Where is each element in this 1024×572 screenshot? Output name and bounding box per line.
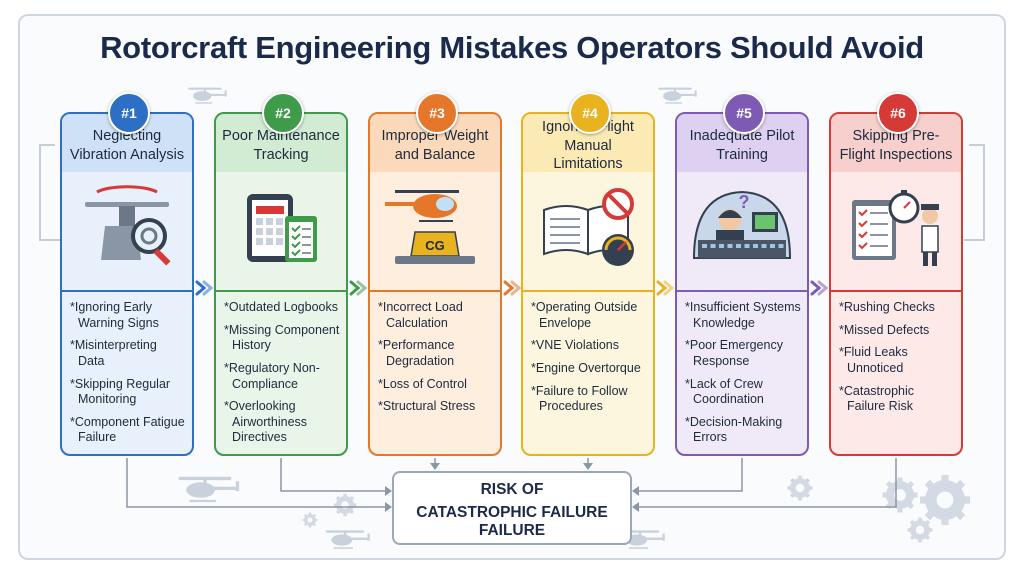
- card-list-item: *Loss of Control: [378, 376, 467, 391]
- card-list-item: *Poor Emergency Response: [685, 338, 783, 368]
- flow-arrow: [195, 280, 207, 296]
- card-list-item: *Ignoring Early Warning Signs: [70, 300, 159, 330]
- bg-gear-icon: [907, 517, 933, 543]
- flow-arrow: [202, 280, 214, 296]
- card-item-list: *Ignoring Early Warning Signs *Misinterpr…: [62, 294, 192, 453]
- card-number-badge: #5: [723, 92, 765, 134]
- card-list-item: *Performance Degradation: [378, 338, 455, 368]
- card-item-list: *Outdated Logbooks *Missing Component His…: [216, 294, 346, 453]
- flow-arrow: [817, 280, 829, 296]
- connector-arrowhead: [632, 502, 639, 512]
- card-list-item: *Skipping Regular Monitoring: [70, 376, 171, 407]
- card-list-item: *Catastrophic Failure Risk: [839, 383, 915, 414]
- flow-arrow: [349, 280, 361, 296]
- card-list-item: *Outdated Logbooks: [224, 300, 338, 314]
- checklist-stopwatch-pilot-icon: [852, 190, 939, 266]
- result-line-1: RISK OF: [480, 481, 544, 498]
- card-number-badge: #1: [108, 92, 150, 134]
- flow-arrow: [656, 280, 668, 296]
- rotor-magnifier-icon: [85, 185, 171, 266]
- page-title: Rotorcraft Engineering Mistakes Operator…: [100, 30, 924, 65]
- card-divider: [370, 290, 500, 292]
- pilot-cockpit-icon: ?: [692, 190, 792, 259]
- connector-arrowhead: [632, 486, 639, 496]
- card-list-item: *Insufficient Systems Knowledge: [685, 300, 801, 330]
- card-list-item: *Fluid Leaks Unnoticed: [839, 345, 908, 375]
- card-divider: [62, 290, 192, 292]
- card-list-item: *Overlooking Airworthiness Directives: [224, 399, 308, 445]
- card-list-item: *Lack of Crew Coordination: [685, 376, 764, 407]
- connector-arrowhead: [583, 463, 593, 470]
- card-number-badge: #6: [877, 92, 919, 134]
- result-line-3: FAILURE: [478, 522, 546, 540]
- connector-arrowhead: [385, 502, 392, 512]
- mistake-card: Improper Weight and Balance *Incorrect Lo…: [368, 112, 502, 456]
- left-flow-line: [39, 144, 60, 241]
- bg-helicopter-icon: [188, 87, 227, 104]
- card-list-item: *Incorrect Load Calculation: [378, 300, 463, 330]
- card-number-badge: #3: [416, 92, 458, 134]
- card-list-item: *Missed Defects: [839, 322, 930, 337]
- card-divider: [831, 290, 961, 292]
- bg-helicopter-icon: [325, 530, 370, 549]
- card-list-item: *Regulatory Non-Compliance: [224, 360, 320, 391]
- card-item-list: *Incorrect Load Calculation *Performance …: [370, 294, 500, 422]
- result-line-2: CATASTROPHIC FAILURE: [416, 503, 608, 521]
- card-list-item: *Engine Overtorque: [531, 360, 641, 375]
- flow-arrow: [510, 280, 522, 296]
- mistake-card: Skipping Pre-Flight Inspections*Rushing …: [829, 112, 963, 456]
- mistake-card: Poor Maintenance Tracking*Outdated Logbo…: [214, 112, 348, 456]
- card-heading: Improper Weight and Balance: [370, 114, 500, 172]
- mistake-card: Neglecting Vibration Analysis*Ignoring E…: [60, 112, 194, 456]
- flow-arrow: [810, 280, 822, 296]
- card-list-item: *Operating Outside Envelope: [531, 300, 638, 330]
- card-divider: [216, 290, 346, 292]
- flow-arrow: [503, 280, 515, 296]
- right-flow-line: [964, 144, 985, 241]
- bg-helicopter-icon: [178, 476, 240, 503]
- bg-gear-icon: [302, 512, 318, 528]
- card-list-item: *Structural Stress: [378, 399, 476, 414]
- bg-helicopter-icon: [658, 87, 697, 104]
- connector-arrowhead: [430, 463, 440, 470]
- card-number-badge: #2: [262, 92, 304, 134]
- card-number-badge: #4: [569, 92, 611, 134]
- bg-gear-icon: [882, 477, 918, 513]
- card-list-item: *Missing Component History: [224, 322, 340, 353]
- card-list-item: *VNE Violations: [531, 338, 620, 353]
- mistake-card: Inadequate Pilot Training*Insufficient S…: [675, 112, 809, 456]
- card-list-item: *Failure to Follow Procedures: [531, 383, 628, 414]
- card-item-list: *Operating Outside Envelope *VNE Violatio…: [523, 294, 653, 422]
- card-item-list: *Rushing Checks *Missed Defects *Fluid Lea…: [831, 294, 961, 422]
- manual-gauge-icon: [543, 188, 634, 266]
- connector-line: [638, 458, 743, 492]
- connector-arrowhead: [385, 486, 392, 496]
- connector-line: [126, 458, 386, 508]
- card-divider: [677, 290, 807, 292]
- connector-line: [280, 458, 386, 492]
- svg-text:CG: CG: [425, 238, 445, 253]
- flow-arrow: [663, 280, 675, 296]
- bg-gear-icon: [920, 475, 970, 525]
- card-item-list: *Insufficient Systems Knowledge *Poor Eme…: [677, 294, 807, 453]
- flow-arrow: [356, 280, 368, 296]
- bg-gear-icon: [787, 475, 813, 501]
- helicopter-cg-scale-icon: CG: [385, 190, 475, 264]
- card-list-item: *Decision-Making Errors: [685, 414, 783, 445]
- connector-line: [638, 458, 897, 508]
- card-list-item: *Rushing Checks: [839, 300, 935, 314]
- svg-text:?: ?: [739, 192, 750, 212]
- card-list-item: *Misinterpreting Data: [70, 338, 157, 368]
- result-box: RISK OF CATASTROPHIC FAILURE FAILURE: [392, 471, 632, 545]
- card-divider: [523, 290, 653, 292]
- card-list-item: *Component Fatigue Failure: [70, 414, 185, 445]
- tablet-checklist-icon: [247, 194, 317, 262]
